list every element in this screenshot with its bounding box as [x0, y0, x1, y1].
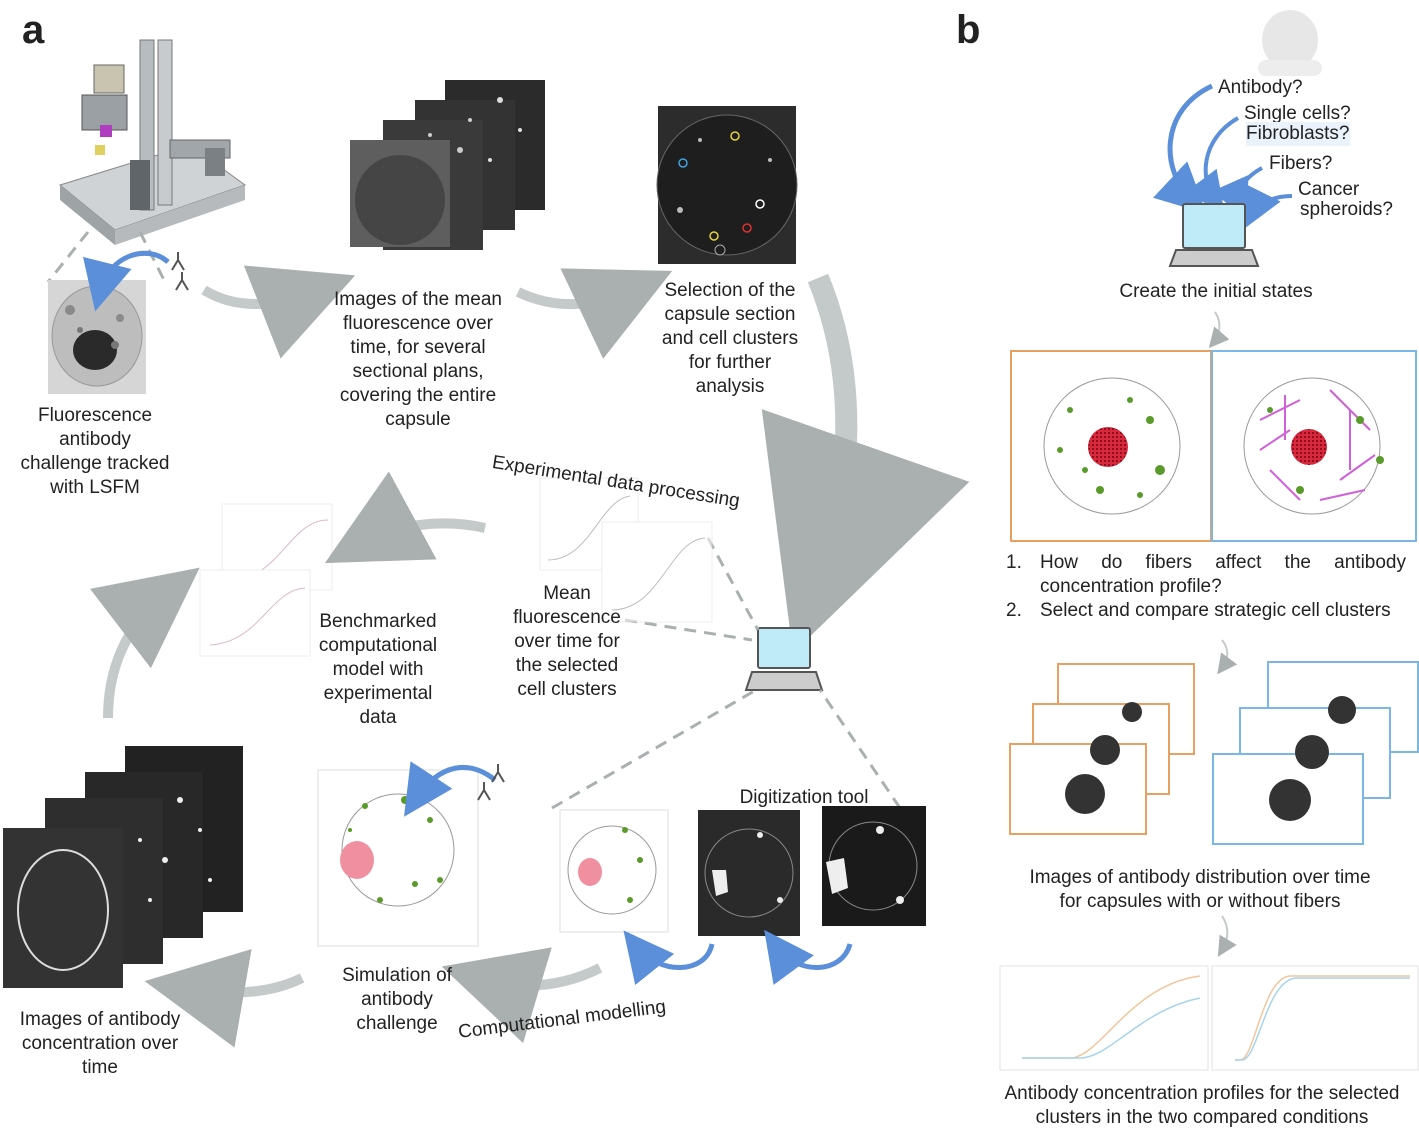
caption-benchmarked: Benchmarked computational model with exp…: [298, 610, 458, 730]
mean-fluorescence-stack: [350, 80, 545, 250]
selection-image: [656, 106, 798, 264]
caption-line: challenge: [356, 1013, 438, 1034]
blue-arrow-dig-1: [623, 930, 715, 986]
blue-arrow-sim: [403, 761, 497, 817]
arrow-2: [515, 268, 673, 359]
caption-lsfm: Fluorescence antibody challenge tracked …: [5, 404, 185, 500]
caption-initial-states: Create the initial states: [1119, 281, 1313, 302]
question-list: 1. How do fibers affect the antibody con…: [1006, 551, 1406, 623]
caption-concentration: Images of antibody concentration over ti…: [4, 1008, 196, 1080]
laptop-icon: [744, 627, 824, 691]
digitization-images: [698, 806, 926, 936]
caption-line: time, for several: [350, 337, 486, 358]
big-arrow: [761, 273, 970, 654]
digitized-plot: [559, 809, 669, 933]
initial-state-fibers: [1211, 350, 1417, 542]
caption-line: for further: [688, 352, 772, 373]
profile-plot-1: [999, 965, 1209, 1071]
caption-line: Images of the mean: [334, 289, 502, 310]
list-text: Select and compare strategic cell cluste…: [1040, 600, 1391, 621]
list-number: 1.: [1006, 552, 1022, 573]
distribution-stack-blue: [1212, 661, 1419, 845]
simulation-plot: [317, 769, 479, 947]
question-list-item: 2. Select and compare strategic cell clu…: [1006, 599, 1406, 623]
caption-line: Mean: [543, 583, 591, 604]
caption-line: sectional plans,: [352, 361, 484, 382]
caption-distribution: Images of antibody distribution over tim…: [1000, 866, 1400, 914]
arrow-3: [324, 471, 487, 564]
arrow-6: [441, 947, 603, 1044]
caption-line: data: [359, 707, 397, 728]
experimental-plots: [539, 477, 713, 623]
panel-label-b: b: [956, 8, 981, 52]
question-fibers: Fibers?: [1269, 153, 1333, 174]
benchmark-plots: [199, 503, 333, 657]
caption-line: antibody: [361, 989, 433, 1010]
antibody-icon: [171, 252, 189, 291]
arrow-1: [201, 265, 356, 359]
caption-line: computational: [318, 635, 438, 656]
question-list-item: 1. How do fibers affect the antibody con…: [1006, 551, 1406, 599]
caption-line: covering the entire: [339, 385, 497, 406]
caption-line: cell clusters: [517, 679, 617, 700]
blue-arrow-dig-2: [764, 929, 853, 985]
caption-line: antibody: [59, 429, 131, 450]
caption-line: fluorescence over: [343, 313, 493, 334]
caption-line: capsule section: [664, 304, 796, 325]
caption-line: fluorescence: [513, 607, 621, 628]
caption-line: Antibody concentration profiles for the …: [1004, 1083, 1400, 1104]
q-arrow-1: [1153, 83, 1214, 214]
question-cancer: Cancer: [1298, 179, 1360, 200]
concentration-stack: [3, 746, 243, 988]
question-antibody: Antibody?: [1218, 77, 1303, 98]
person-icon: [1258, 10, 1322, 76]
caption-line: time: [82, 1057, 118, 1078]
caption-line: and cell clusters: [661, 328, 799, 349]
caption-line: Benchmarked: [319, 611, 437, 632]
distribution-stack-orange: [1009, 663, 1195, 835]
blue-arrow: [83, 250, 170, 312]
caption-simulation: Simulation of antibody challenge: [322, 964, 472, 1036]
caption-line: the selected: [515, 655, 619, 676]
laptop-b-icon: [1168, 203, 1260, 267]
lsfm-microscope: [58, 39, 247, 245]
caption-line: concentration over: [21, 1033, 179, 1054]
caption-line: Selection of the: [664, 280, 796, 301]
q-arrow-2: [1184, 116, 1240, 213]
caption-line: capsule: [385, 409, 451, 430]
caption-line: Images of antibody: [19, 1009, 181, 1030]
caption-line: challenge tracked: [20, 453, 170, 474]
initial-state-no-fibers: [1010, 350, 1212, 542]
caption-line: Fluorescence: [37, 405, 153, 426]
question-single-cells: Single cells?: [1244, 103, 1351, 124]
antibody-icon-sim: [477, 764, 505, 801]
caption-line: Simulation of: [342, 965, 452, 986]
question-spheroids: spheroids?: [1300, 199, 1393, 220]
caption-line: Images of antibody distribution over tim…: [1029, 867, 1371, 888]
arrow-5: [144, 949, 305, 1048]
caption-line: model with: [332, 659, 424, 680]
caption-line: clusters in the two compared conditions: [1035, 1107, 1369, 1128]
caption-line: experimental: [323, 683, 433, 704]
caption-line: analysis: [695, 376, 765, 397]
label-digitization-tool: Digitization tool: [739, 787, 869, 808]
list-number: 2.: [1006, 600, 1022, 621]
arrow-4: [89, 567, 200, 719]
caption-line: with LSFM: [50, 477, 140, 498]
list-text: How do fibers affect the antibody concen…: [1040, 552, 1406, 597]
q-arrow-4: [1244, 183, 1293, 229]
panel-label-a: a: [22, 8, 45, 52]
lsfm-sample-image: [48, 280, 146, 394]
caption-mean-images: Images of the mean fluorescence over tim…: [318, 288, 518, 432]
caption-selection: Selection of the capsule section and cel…: [640, 279, 820, 399]
caption-profiles: Antibody concentration profiles for the …: [986, 1082, 1418, 1130]
caption-line: for capsules with or without fibers: [1059, 891, 1341, 912]
caption-mean-fluorescence: Mean fluorescence over time for the sele…: [496, 582, 638, 702]
q-arrow-3: [1211, 166, 1263, 220]
question-fibroblasts: Fibroblasts?: [1246, 122, 1350, 146]
caption-line: over time for: [514, 631, 620, 652]
profile-plot-2: [1211, 965, 1419, 1071]
